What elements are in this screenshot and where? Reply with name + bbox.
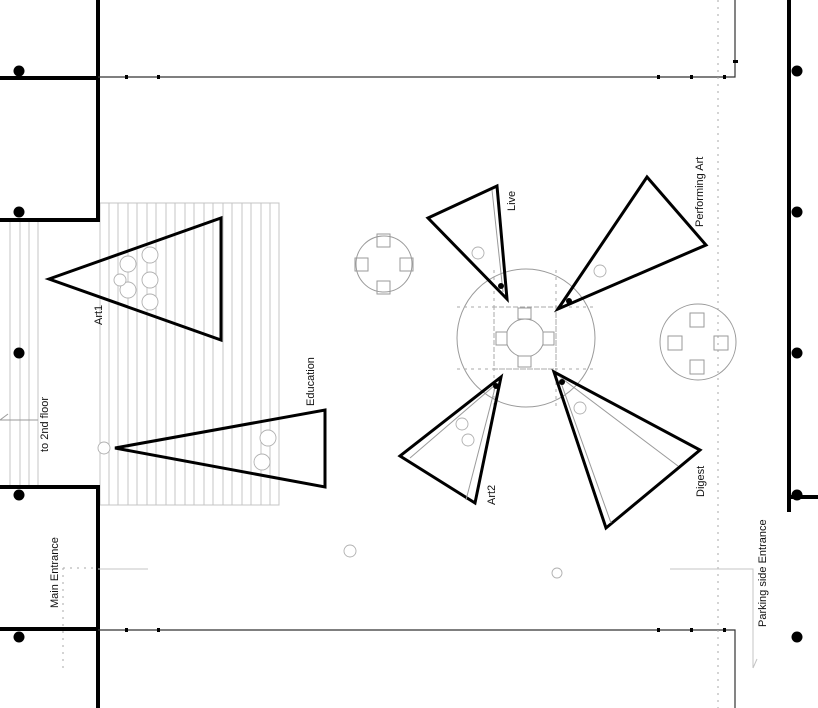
zone-label-performing-art: Performing Art	[694, 157, 706, 227]
people-figures-icon	[113, 246, 159, 311]
zone-label-art2: Art2	[486, 485, 498, 505]
zone-education: Education	[97, 357, 327, 489]
round-table-right	[659, 303, 737, 381]
round-table-left	[354, 233, 414, 295]
zone-art1: Art1	[44, 215, 223, 343]
parking-entrance-label: Parking side Entrance	[757, 519, 769, 627]
stairs-label: to 2nd floor	[39, 397, 51, 452]
zone-performing-art: Performing Art	[553, 157, 709, 313]
central-hub	[456, 268, 596, 408]
central-table-seats	[495, 307, 555, 368]
glazing-lines	[98, 0, 738, 708]
zone-art2: Art2	[397, 373, 504, 506]
zone-label-digest: Digest	[695, 466, 707, 497]
stair-to-2nd-floor: to 2nd floor	[0, 222, 51, 487]
zone-live: Live	[425, 183, 518, 304]
columns	[13, 65, 803, 643]
zone-label-live: Live	[506, 191, 518, 211]
people-figures-icon	[253, 429, 277, 471]
person-figure-icon	[343, 544, 563, 579]
grid-lines	[62, 0, 719, 708]
main-stairs	[99, 202, 280, 506]
zone-label-art1: Art1	[93, 305, 105, 325]
main-entrance: Main Entrance	[49, 537, 148, 608]
zone-label-education: Education	[305, 357, 317, 406]
main-entrance-label: Main Entrance	[49, 537, 61, 608]
zone-digest: Digest	[551, 368, 707, 531]
parking-entrance: Parking side Entrance	[670, 519, 769, 669]
